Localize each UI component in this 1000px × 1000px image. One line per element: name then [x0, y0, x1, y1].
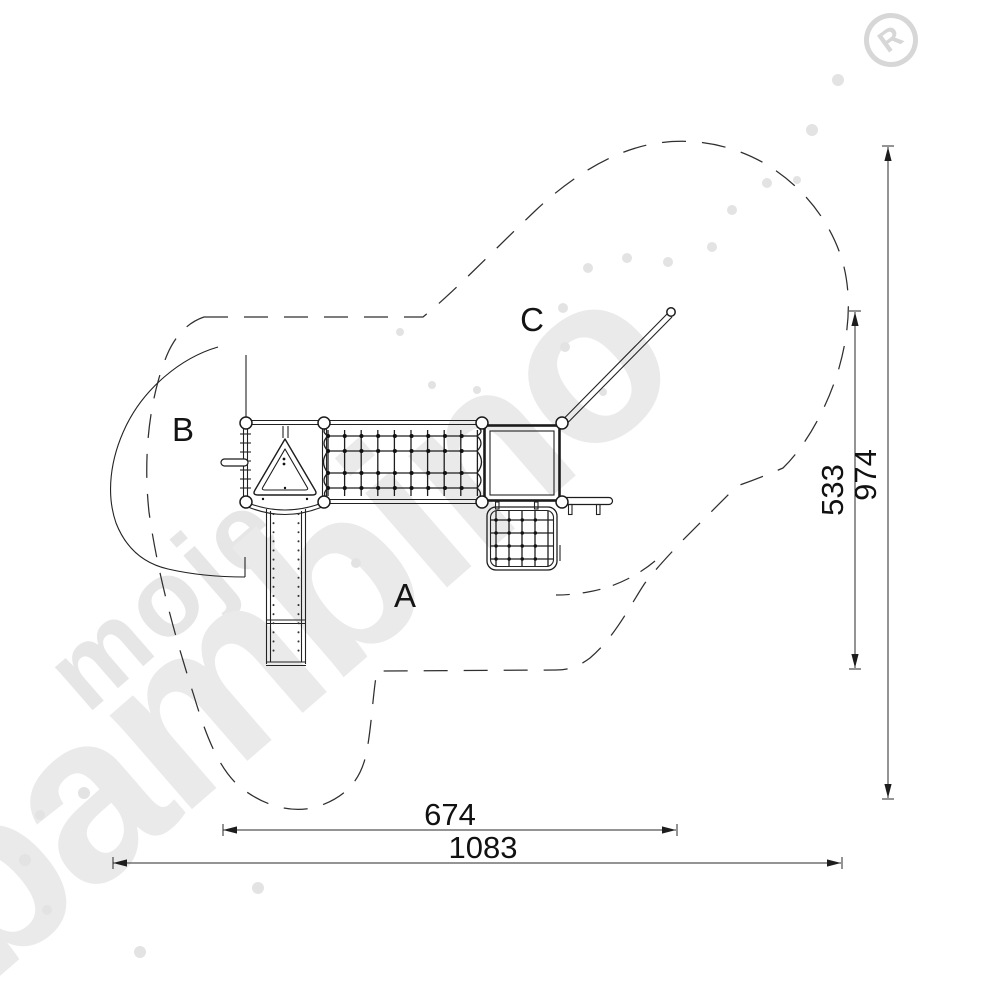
roof-triangle-inner — [261, 448, 309, 491]
dimension-inner-height-value: 533 — [815, 464, 850, 516]
zone-label-c: C — [520, 301, 544, 338]
net-knots — [326, 434, 480, 490]
dimension-total-height-value: 974 — [848, 449, 883, 501]
ladder-rungs — [240, 433, 251, 489]
dimension-total-width-value: 1083 — [449, 830, 518, 865]
side-rail — [561, 496, 614, 506]
dimension-inner-width: 674 — [222, 797, 678, 836]
grid-knots — [494, 518, 550, 561]
safety-zone-boundary — [146, 140, 849, 811]
dimension-total-width: 1083 — [112, 830, 843, 869]
inner-boundary-dashed-arc — [555, 560, 656, 596]
dimension-inner-width-value: 674 — [424, 797, 476, 832]
firemans-pole — [562, 307, 676, 424]
net-right-edge-scallops — [475, 426, 483, 501]
platform-bottom-scallop-inner — [247, 506, 323, 515]
platform-bottom-scallop — [247, 502, 323, 511]
net-horizontal-ropes — [328, 435, 477, 489]
zone-b-arc — [109, 346, 246, 578]
slide — [265, 509, 307, 667]
outer-boundary-dashed — [146, 140, 849, 811]
watermark-dots — [19, 74, 844, 958]
roof-triangle-outer — [253, 438, 317, 496]
dimension-total-height: 974 — [848, 145, 894, 800]
zone-label-b: B — [172, 411, 194, 448]
hanging-climb-grid — [486, 501, 558, 571]
grab-handle — [220, 458, 249, 467]
tower-platform — [220, 419, 328, 515]
corner-posts — [239, 416, 569, 509]
climbing-net-bridge — [322, 419, 483, 505]
zone-label-a: A — [394, 577, 416, 614]
net-vertical-ropes — [327, 430, 479, 496]
zone-b-solid-arc — [109, 346, 246, 578]
pole-end-cap — [666, 307, 676, 317]
right-platform — [483, 424, 614, 516]
dimension-inner-height: 533 — [815, 310, 861, 670]
